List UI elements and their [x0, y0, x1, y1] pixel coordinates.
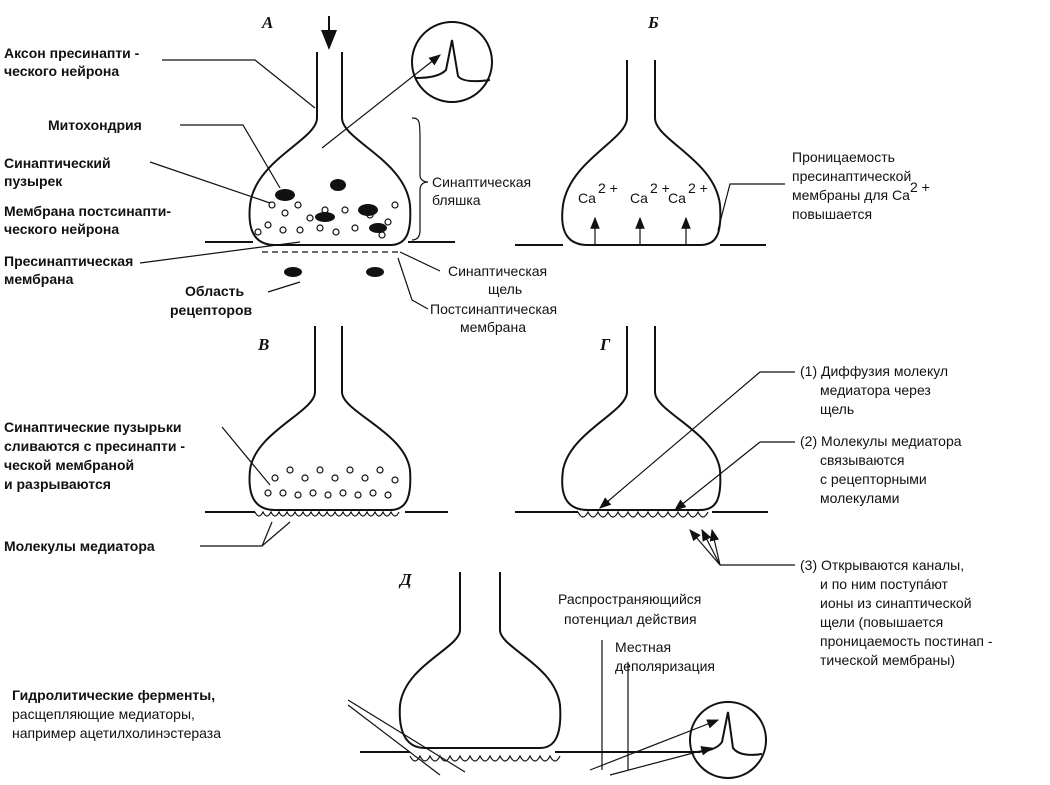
step2-label-1: (2) Молекулы медиатора — [800, 433, 962, 449]
step1-label-2: медиатора через — [820, 382, 931, 398]
action-potential-inset — [411, 21, 493, 103]
fuse-label-2: сливаются с пресинапти - — [4, 438, 185, 454]
svg-text:2 +: 2 + — [688, 180, 708, 196]
premem-label-1: Пресинаптическая — [4, 253, 133, 269]
postmem-label-2: ческого нейрона — [4, 221, 119, 237]
step3-label-6: тической мембраны) — [820, 652, 955, 668]
receptor-label-1: Область — [185, 283, 245, 299]
panel-g: Г (1) Диффузия молекул медиатора через щ… — [515, 326, 993, 668]
step1-label-3: щель — [820, 401, 854, 417]
cleft-label-1: Синаптическая — [448, 263, 547, 279]
ca-ion-2: Ca — [630, 190, 648, 206]
svg-text:2 +: 2 + — [598, 180, 618, 196]
panel-b: Б Ca 2 + Ca 2 + Ca 2 + Проницаемость пре… — [515, 13, 930, 246]
plaque-label-1: Синаптическая — [432, 174, 531, 190]
panel-a-label: А — [261, 13, 273, 32]
plaque-label-2: бляшка — [432, 192, 481, 208]
vesicle-label-1: Синаптический — [4, 155, 111, 171]
vesicle-label-2: пузырек — [4, 173, 63, 189]
ca-ion-1: Ca — [578, 190, 596, 206]
step3-label-4: щели (повышается — [820, 614, 943, 630]
plaque-brace — [411, 117, 429, 241]
action-potential-inset-d — [689, 701, 767, 779]
panel-v: В Синаптические пузырьки сливаются с пре… — [4, 326, 448, 554]
presynaptic-terminal-b — [561, 60, 722, 246]
presynaptic-terminal-d — [398, 572, 562, 749]
postmem-label-1: Мембрана постсинапти- — [4, 203, 171, 219]
mitochondria — [275, 179, 387, 277]
depol-label-2: деполяризация — [615, 658, 715, 674]
panel-d-label: Д — [398, 570, 413, 589]
ap-label-2: потенциал действия — [564, 611, 697, 627]
perm-label-2: пресинаптической — [792, 168, 911, 184]
premem-label-2: мембрана — [4, 271, 74, 287]
step3-label-3: ионы из синаптической — [820, 595, 972, 611]
step3-label-5: проницаемость постинап - — [820, 633, 993, 649]
step2-label-4: молекулами — [820, 490, 899, 506]
presynaptic-terminal-v — [248, 326, 412, 511]
panel-v-label: В — [257, 335, 269, 354]
cleft-label-2: щель — [488, 281, 522, 297]
synaptic-vesicles — [254, 201, 399, 239]
postsyn-label-1: Постсинаптическая — [430, 301, 557, 317]
panel-a: А Ак — [4, 13, 557, 335]
step3-label-1: (3) Открываются каналы, — [800, 557, 964, 573]
panel-d: Д Гидролитические ферменты, расщепляющие… — [12, 570, 767, 779]
enzyme-label-2: расщепляющие медиаторы, — [12, 706, 195, 722]
fuse-label-3: ческой мембраной — [4, 457, 134, 473]
spike-trace-d — [694, 711, 763, 756]
fuse-label-1: Синаптические пузырьки — [4, 419, 181, 435]
ca-ion-3: Ca — [668, 190, 686, 206]
panel-g-label: Г — [599, 335, 611, 354]
step3-label-2: и по ним поступáют — [820, 576, 949, 592]
fuse-label-4: и разрываются — [4, 476, 111, 492]
step2-label-3: с рецепторными — [820, 471, 927, 487]
receptor-label-2: рецепторов — [170, 302, 253, 318]
mito-label: Митохондрия — [48, 117, 142, 133]
enzyme-label-1: Гидролитические ферменты, — [12, 687, 215, 703]
step1-label-1: (1) Диффузия молекул — [800, 363, 948, 379]
axon-label-1: Аксон пресинапти - — [4, 45, 140, 61]
depol-label-1: Местная — [615, 639, 671, 655]
perm-label-1: Проницаемость — [792, 149, 895, 165]
vesicles-v — [264, 466, 399, 499]
presynaptic-terminal-g — [561, 326, 722, 511]
perm-label-4: повышается — [792, 206, 872, 222]
axon-label-2: ческого нейрона — [4, 63, 119, 79]
ap-label-1: Распространяющийся — [558, 591, 701, 607]
postsyn-label-2: мембрана — [460, 319, 526, 335]
svg-text:2 +: 2 + — [910, 179, 930, 195]
enzyme-label-3: например ацетилхолинэстераза — [12, 725, 221, 741]
presynaptic-terminal — [248, 52, 412, 246]
perm-label-3: мембраны для Ca — [792, 187, 910, 203]
panel-b-label: Б — [647, 13, 659, 32]
mediator-label: Молекулы медиатора — [4, 538, 155, 554]
spike-trace — [414, 39, 491, 83]
svg-text:2 +: 2 + — [650, 180, 670, 196]
step2-label-2: связываются — [820, 452, 904, 468]
